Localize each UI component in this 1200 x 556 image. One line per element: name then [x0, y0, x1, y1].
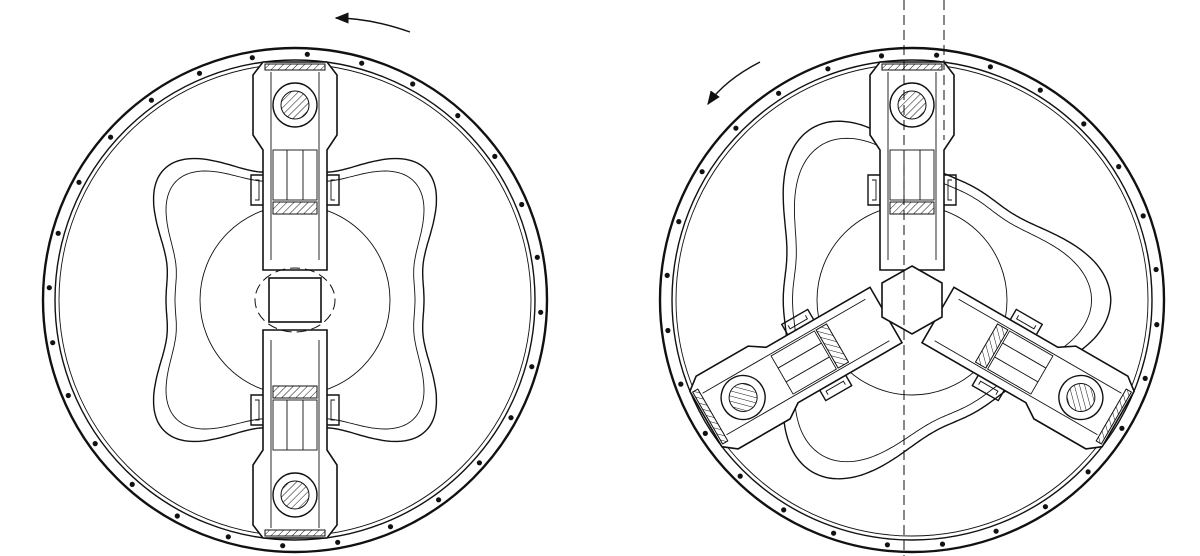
center-ball: [254, 267, 336, 333]
bolt-hole: [65, 392, 71, 399]
bolt-hole: [534, 254, 540, 260]
bolt-hole: [878, 53, 885, 59]
bolt-hole: [993, 528, 999, 534]
bolt-hole: [781, 507, 787, 513]
inner-housing-ring: [671, 59, 1153, 541]
bolt-hole: [492, 153, 498, 159]
bolt-hole: [987, 64, 993, 70]
bolt-hole: [1140, 213, 1146, 219]
bolt-hole: [76, 179, 82, 185]
arm-lower-left: [683, 276, 909, 458]
bolt-hole: [1085, 469, 1091, 475]
bolt-hole: [508, 415, 514, 421]
bolt-hole: [737, 473, 743, 479]
bolt-hole: [538, 309, 544, 315]
bolt-hole: [1081, 121, 1087, 127]
three-arm-mechanism: [658, 0, 1166, 556]
bolt-hole: [46, 285, 52, 291]
bolt-hole: [776, 90, 782, 96]
arm-bottom: [250, 329, 340, 539]
arm-top: [867, 61, 957, 271]
bolt-holes: [664, 52, 1160, 548]
bolt-hole: [1142, 375, 1148, 381]
bolt-hole: [1037, 87, 1043, 93]
bolt-hole: [702, 430, 708, 436]
bolt-hole: [280, 543, 286, 549]
bolt-hole: [1154, 322, 1160, 328]
bolt-hole: [129, 481, 135, 487]
bolt-hole: [884, 542, 890, 548]
bolt-hole: [939, 541, 946, 547]
bolt-hole: [92, 441, 98, 447]
arm-lower-right: [915, 276, 1141, 458]
bolt-hole: [664, 272, 670, 278]
bolt-hole: [934, 52, 940, 58]
bolt-hole: [699, 169, 705, 175]
bolt-hole: [1153, 266, 1159, 273]
bolt-hole: [249, 55, 255, 61]
bolt-hole: [359, 60, 365, 66]
outer-housing-ring: [658, 46, 1166, 554]
bolt-hole: [676, 219, 682, 225]
arm-top: [250, 61, 340, 271]
bolt-hole: [174, 513, 180, 519]
bolt-hole: [50, 340, 56, 346]
bolt-hole: [665, 327, 671, 334]
hub: [881, 265, 943, 335]
rotation-arrow-right: [707, 61, 761, 106]
bolt-hole: [476, 460, 482, 466]
bolt-hole: [529, 364, 535, 370]
two-arm-mechanism: [41, 46, 549, 554]
bolt-hole: [196, 70, 203, 76]
bolt-hole: [455, 113, 461, 119]
bolt-hole: [519, 201, 525, 208]
outer-housing-ring: [41, 46, 549, 554]
bolt-hole: [1116, 164, 1122, 170]
four-lobe-cam-inner: [165, 170, 425, 430]
bolt-hole: [831, 530, 837, 536]
four-lobe-cam-outer: [152, 157, 438, 443]
bolt-holes: [46, 51, 544, 549]
bolt-hole: [148, 97, 154, 103]
bolt-hole: [1119, 425, 1125, 431]
rotation-arrow-left: [334, 12, 411, 33]
bolt-hole: [335, 539, 341, 545]
bolt-hole: [410, 81, 416, 87]
bolt-hole: [678, 381, 684, 387]
bolt-hole: [825, 66, 831, 72]
bolt-hole: [225, 534, 231, 540]
bolt-hole: [108, 134, 114, 140]
bolt-hole: [55, 230, 61, 236]
bolt-hole: [1042, 504, 1048, 510]
bolt-hole: [387, 524, 394, 530]
bolt-hole: [436, 497, 442, 503]
bolt-hole: [304, 51, 310, 57]
inner-housing-ring: [54, 59, 536, 541]
bolt-hole: [733, 125, 739, 131]
three-lobe-cam-inner: [792, 137, 1092, 463]
three-lobe-cam-outer: [782, 120, 1112, 480]
